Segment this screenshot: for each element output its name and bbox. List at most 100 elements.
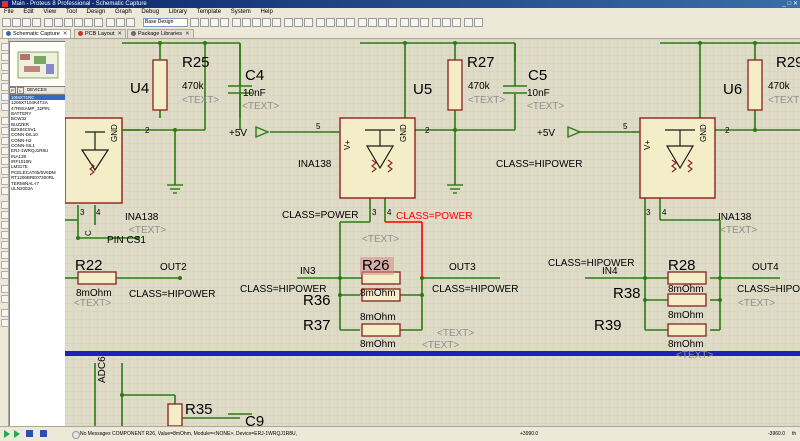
menu-template[interactable]: Template [196, 9, 222, 15]
virtual-instrument-icon[interactable] [1, 187, 9, 195]
junction-dot-icon[interactable] [1, 63, 9, 71]
list-item[interactable]: RT1206BRE07300RL [11, 175, 55, 181]
window-controls[interactable]: _ □ ✕ [782, 1, 798, 7]
electrical-rule-check-icon[interactable] [464, 18, 473, 27]
list-item[interactable]: 1206X7104K4T2A [11, 100, 48, 106]
redo-icon[interactable] [126, 18, 135, 27]
pcb-icon[interactable] [64, 18, 73, 27]
play-icon[interactable] [4, 430, 10, 438]
cut-icon[interactable] [284, 18, 293, 27]
menu-system[interactable]: System [230, 9, 251, 15]
gallery-icon[interactable] [74, 18, 83, 27]
ic-u4[interactable] [64, 117, 140, 204]
close-tab-icon[interactable]: ✕ [62, 31, 68, 37]
path-icon[interactable] [1, 241, 9, 249]
refresh-icon[interactable] [190, 18, 199, 27]
resistor-r29[interactable] [747, 59, 763, 111]
paste-icon[interactable] [304, 18, 313, 27]
line-icon[interactable] [1, 201, 9, 209]
menu-graph[interactable]: Graph [114, 9, 132, 15]
save-icon[interactable] [22, 18, 31, 27]
library-manager-button[interactable]: L [17, 87, 24, 94]
search-icon[interactable] [410, 18, 419, 27]
message-count[interactable]: No Messages [80, 431, 111, 437]
close-project-icon[interactable] [32, 18, 41, 27]
bus-icon[interactable] [1, 93, 9, 101]
tab-package-libraries[interactable]: Package Libraries✕ [127, 29, 194, 38]
zoom-all-icon[interactable] [262, 18, 271, 27]
list-item[interactable]: 10MXT1RC [10, 95, 65, 101]
block-rotate-icon[interactable] [336, 18, 345, 27]
schematic-icon[interactable] [54, 18, 63, 27]
bus-line[interactable] [65, 351, 800, 356]
power-class-label-selected[interactable]: CLASS=POWER [396, 211, 472, 222]
list-item[interactable]: BZX84C5V1 [11, 127, 37, 133]
zoom-area-icon[interactable] [272, 18, 281, 27]
list-item[interactable]: PCELECAT05/5V6DM [11, 169, 56, 175]
step-icon[interactable] [14, 430, 20, 438]
resistor-r35[interactable] [167, 403, 183, 427]
menu-view[interactable]: View [43, 9, 57, 15]
list-item[interactable]: ERJ-1WRQJ1R8U [11, 148, 49, 154]
open-folder-icon[interactable] [12, 18, 21, 27]
menu-design[interactable]: Design [86, 9, 106, 15]
remove-sheet-icon[interactable] [442, 18, 451, 27]
block-copy-icon[interactable] [316, 18, 325, 27]
block-delete-icon[interactable] [346, 18, 355, 27]
decompose-icon[interactable] [388, 18, 397, 27]
list-item[interactable]: CONN-DIL10 [11, 132, 38, 138]
marker-icon[interactable] [1, 271, 9, 279]
list-item[interactable]: LM317E [11, 164, 28, 170]
wire-autorouter-icon[interactable] [400, 18, 409, 27]
resistor-r36[interactable] [361, 288, 401, 302]
list-item[interactable]: INA138 [11, 153, 27, 159]
exit-to-parent-icon[interactable] [452, 18, 461, 27]
undo-icon[interactable] [116, 18, 125, 27]
stop-icon[interactable] [40, 430, 47, 437]
menu-help[interactable]: Help [260, 9, 273, 15]
list-item[interactable]: BCW32 [11, 116, 27, 122]
make-device-icon[interactable] [368, 18, 377, 27]
menu-tool[interactable]: Tool [65, 9, 77, 15]
mirror-y-icon[interactable] [1, 319, 9, 327]
text-icon[interactable] [1, 251, 9, 259]
crosshair-icon[interactable] [220, 18, 229, 27]
pick-device-icon[interactable] [358, 18, 367, 27]
list-item[interactable]: ULN2003A [11, 185, 34, 191]
menu-debug[interactable]: Debug [141, 9, 160, 15]
resistor-r25[interactable] [152, 59, 168, 111]
voltage-probe-icon[interactable] [1, 167, 9, 175]
device-pin-icon[interactable] [1, 127, 9, 135]
circle-icon[interactable] [1, 221, 9, 229]
terminal-icon[interactable] [1, 117, 9, 125]
netlist-to-ares-icon[interactable] [474, 18, 483, 27]
resistor-r22[interactable] [77, 271, 117, 285]
list-item[interactable]: CONN-SIL1 [11, 143, 36, 149]
home-icon[interactable] [44, 18, 53, 27]
wire-label-icon[interactable] [1, 73, 9, 81]
zoom-in-icon[interactable] [242, 18, 251, 27]
resistor-r38[interactable] [667, 293, 707, 307]
selected-net[interactable] [385, 221, 423, 278]
overview-window[interactable] [9, 41, 66, 87]
selection-mode-icon[interactable] [1, 43, 9, 51]
pan-icon[interactable] [232, 18, 241, 27]
arc-icon[interactable] [1, 231, 9, 239]
close-tab-icon[interactable]: ✕ [185, 31, 190, 37]
origin-icon[interactable] [210, 18, 219, 27]
list-item[interactable]: BATTERY [11, 111, 32, 117]
current-probe-icon[interactable] [1, 177, 9, 185]
list-item[interactable]: TERMINAL-I7 [11, 180, 40, 186]
property-tool-icon[interactable] [420, 18, 429, 27]
list-item[interactable]: BUZZER [11, 121, 29, 127]
new-sheet-icon[interactable] [432, 18, 441, 27]
graph-icon[interactable] [1, 137, 9, 145]
help-icon[interactable] [106, 18, 115, 27]
ic-u5[interactable] [330, 117, 416, 199]
menu-file[interactable]: File [4, 9, 14, 15]
component-mode-icon[interactable] [1, 53, 9, 61]
tape-recorder-icon[interactable] [1, 147, 9, 155]
menu-library[interactable]: Library [168, 9, 188, 15]
package-tool-icon[interactable] [378, 18, 387, 27]
zoom-out-icon[interactable] [252, 18, 261, 27]
